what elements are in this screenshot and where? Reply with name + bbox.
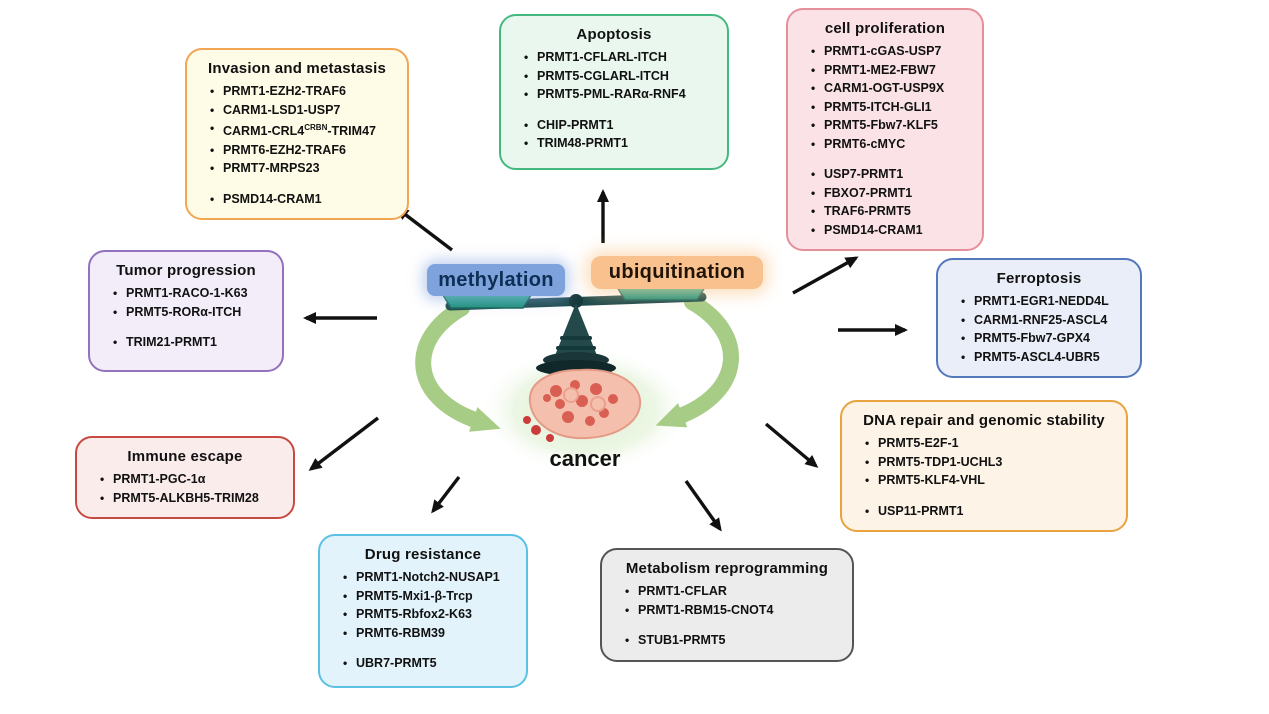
pathway-item: PRMT5-ITCH-GLI1 bbox=[808, 98, 972, 117]
pathway-item: PRMT1-Notch2-NUSAP1 bbox=[340, 568, 516, 587]
pathway-item: PRMT6-RBM39 bbox=[340, 624, 516, 643]
pathway-item: TRIM48-PRMT1 bbox=[521, 134, 717, 153]
pathway-item: CARM1-OGT-USP9X bbox=[808, 79, 972, 98]
pathway-item: PRMT1-PGC-1α bbox=[97, 470, 283, 489]
pathway-group: USP11-PRMT1 bbox=[852, 502, 1116, 521]
pathway-group: PRMT1-CFLARPRMT1-RBM15-CNOT4 bbox=[612, 582, 842, 619]
arrow-to-cell-proliferation bbox=[792, 256, 859, 295]
pathway-item: CHIP-PRMT1 bbox=[521, 116, 717, 135]
pathway-item: PRMT1-EGR1-NEDD4L bbox=[958, 292, 1130, 311]
pathway-item: PRMT5-PML-RARα-RNF4 bbox=[521, 85, 717, 104]
green-arrow-left bbox=[415, 300, 501, 432]
pathway-group: UBR7-PRMT5 bbox=[330, 654, 516, 673]
box-dna-repair-genomic-stability: DNA repair and genomic stability PRMT5-E… bbox=[840, 400, 1128, 532]
pathway-item: PRMT1-cGAS-USP7 bbox=[808, 42, 972, 61]
pathway-list: PRMT1-PGC-1αPRMT5-ALKBH5-TRIM28 bbox=[87, 470, 283, 507]
pathway-group: USP7-PRMT1FBXO7-PRMT1TRAF6-PRMT5PSMD14-C… bbox=[798, 165, 972, 239]
pathway-group: PSMD14-CRAM1 bbox=[197, 190, 397, 209]
pathway-group: STUB1-PRMT5 bbox=[612, 631, 842, 650]
pathway-item: PRMT1-RACO-1-K63 bbox=[110, 284, 272, 303]
pathway-item: USP11-PRMT1 bbox=[862, 502, 1116, 521]
pathway-item: PRMT5-ALKBH5-TRIM28 bbox=[97, 489, 283, 508]
arrow-to-invasion-metastasis bbox=[395, 207, 454, 252]
pathway-item: TRIM21-PRMT1 bbox=[110, 333, 272, 352]
box-tumor-progression: Tumor progression PRMT1-RACO-1-K63PRMT5-… bbox=[88, 250, 284, 372]
pathway-item: PRMT5-ASCL4-UBR5 bbox=[958, 348, 1130, 367]
pathway-group: PRMT1-PGC-1αPRMT5-ALKBH5-TRIM28 bbox=[87, 470, 283, 507]
pathway-item: STUB1-PRMT5 bbox=[622, 631, 842, 650]
ubiquitination-label: ubiquitination bbox=[591, 256, 763, 289]
pathway-item: PRMT5-Mxi1-β-Trcp bbox=[340, 587, 516, 606]
pathway-item: PRMT5-CGLARL-ITCH bbox=[521, 67, 717, 86]
pathway-list: PRMT1-RACO-1-K63PRMT5-RORα-ITCH TRIM21-PR… bbox=[100, 284, 272, 352]
pathway-item: UBR7-PRMT5 bbox=[340, 654, 516, 673]
pathway-item: TRAF6-PRMT5 bbox=[808, 202, 972, 221]
pathway-item: PRMT1-RBM15-CNOT4 bbox=[622, 601, 842, 620]
pathway-group: PRMT1-cGAS-USP7PRMT1-ME2-FBW7CARM1-OGT-U… bbox=[798, 42, 972, 153]
box-title: Invasion and metastasis bbox=[207, 60, 386, 77]
box-invasion-and-metastasis: Invasion and metastasis PRMT1-EZH2-TRAF6… bbox=[185, 48, 409, 221]
pathway-item: PRMT5-Rbfox2-K63 bbox=[340, 605, 516, 624]
box-title: cell proliferation bbox=[824, 20, 946, 37]
pathway-list: PRMT1-Notch2-NUSAP1PRMT5-Mxi1-β-TrcpPRMT… bbox=[330, 568, 516, 673]
box-immune-escape: Immune escape PRMT1-PGC-1αPRMT5-ALKBH5-T… bbox=[75, 436, 295, 519]
box-title: Drug resistance bbox=[364, 546, 482, 563]
box-ferroptosis: Ferroptosis PRMT1-EGR1-NEDD4LCARM1-RNF25… bbox=[936, 258, 1142, 378]
box-cell-proliferation: cell proliferation PRMT1-cGAS-USP7PRMT1-… bbox=[786, 8, 984, 251]
box-apoptosis: Apoptosis PRMT1-CFLARL-ITCHPRMT5-CGLARL-… bbox=[499, 14, 729, 170]
box-metabolism-reprogramming: Metabolism reprogramming PRMT1-CFLARPRMT… bbox=[600, 548, 854, 662]
pathway-item: CARM1-CRL4CRBN-TRIM47 bbox=[207, 119, 397, 141]
box-drug-resistance: Drug resistance PRMT1-Notch2-NUSAP1PRMT5… bbox=[318, 534, 528, 688]
arrow-to-drug-resistance bbox=[431, 475, 461, 514]
green-curved-arrows bbox=[415, 294, 739, 432]
pathway-group: PRMT1-CFLARL-ITCHPRMT5-CGLARL-ITCHPRMT5-… bbox=[511, 48, 717, 104]
pathway-group: CHIP-PRMT1TRIM48-PRMT1 bbox=[511, 116, 717, 153]
cancer-label: cancer bbox=[549, 446, 621, 471]
pathway-item: FBXO7-PRMT1 bbox=[808, 184, 972, 203]
pathway-group: PRMT1-RACO-1-K63PRMT5-RORα-ITCH bbox=[100, 284, 272, 321]
pathway-group: PRMT1-Notch2-NUSAP1PRMT5-Mxi1-β-TrcpPRMT… bbox=[330, 568, 516, 642]
pathway-item: PSMD14-CRAM1 bbox=[207, 190, 397, 209]
pathway-list: PRMT5-E2F-1PRMT5-TDP1-UCHL3PRMT5-KLF4-VH… bbox=[852, 434, 1116, 520]
box-title: Tumor progression bbox=[116, 262, 256, 279]
cancer-cell-illustration bbox=[523, 368, 642, 442]
pathway-item: PRMT6-EZH2-TRAF6 bbox=[207, 141, 397, 160]
pathway-item: PRMT1-CFLARL-ITCH bbox=[521, 48, 717, 67]
pathway-group: PRMT5-E2F-1PRMT5-TDP1-UCHL3PRMT5-KLF4-VH… bbox=[852, 434, 1116, 490]
arrow-to-metabolism bbox=[684, 480, 722, 532]
pathway-list: PRMT1-CFLARL-ITCHPRMT5-CGLARL-ITCHPRMT5-… bbox=[511, 48, 717, 153]
box-title: Immune escape bbox=[127, 448, 243, 465]
pathway-item: PRMT5-Fbw7-GPX4 bbox=[958, 329, 1130, 348]
pathway-item: PRMT1-ME2-FBW7 bbox=[808, 61, 972, 80]
pathway-item: PRMT5-RORα-ITCH bbox=[110, 303, 272, 322]
pathway-item: PRMT1-EZH2-TRAF6 bbox=[207, 82, 397, 101]
pathway-item: PRMT1-CFLAR bbox=[622, 582, 842, 601]
box-title: Metabolism reprogramming bbox=[625, 560, 829, 577]
box-title: Ferroptosis bbox=[996, 270, 1082, 287]
pathway-item: PRMT5-KLF4-VHL bbox=[862, 471, 1116, 490]
pathway-item: CARM1-RNF25-ASCL4 bbox=[958, 311, 1130, 330]
pathway-item: PRMT6-cMYC bbox=[808, 135, 972, 154]
box-title: DNA repair and genomic stability bbox=[863, 412, 1105, 429]
black-arrows bbox=[303, 189, 908, 532]
pathway-group: TRIM21-PRMT1 bbox=[100, 333, 272, 352]
pathway-group: PRMT1-EGR1-NEDD4LCARM1-RNF25-ASCL4PRMT5-… bbox=[948, 292, 1130, 366]
pathway-item: PRMT7-MRPS23 bbox=[207, 159, 397, 178]
pathway-item: PRMT5-TDP1-UCHL3 bbox=[862, 453, 1116, 472]
arrow-to-immune-escape bbox=[308, 416, 380, 471]
pathway-list: PRMT1-EGR1-NEDD4LCARM1-RNF25-ASCL4PRMT5-… bbox=[948, 292, 1130, 366]
pathway-list: PRMT1-EZH2-TRAF6CARM1-LSD1-USP7CARM1-CRL… bbox=[197, 82, 397, 208]
pathway-group: PRMT1-EZH2-TRAF6CARM1-LSD1-USP7CARM1-CRL… bbox=[197, 82, 397, 178]
pathway-item: USP7-PRMT1 bbox=[808, 165, 972, 184]
pathway-item: CARM1-LSD1-USP7 bbox=[207, 101, 397, 120]
pathway-item: PRMT5-Fbw7-KLF5 bbox=[808, 116, 972, 135]
pathway-list: PRMT1-cGAS-USP7PRMT1-ME2-FBW7CARM1-OGT-U… bbox=[798, 42, 972, 239]
arrow-to-dna-repair bbox=[764, 422, 819, 468]
pathway-item: PSMD14-CRAM1 bbox=[808, 221, 972, 240]
methylation-label: methylation bbox=[427, 264, 565, 296]
pathway-item: PRMT5-E2F-1 bbox=[862, 434, 1116, 453]
box-title: Apoptosis bbox=[576, 26, 652, 43]
pathway-list: PRMT1-CFLARPRMT1-RBM15-CNOT4STUB1-PRMT5 bbox=[612, 582, 842, 650]
green-arrow-right bbox=[655, 294, 739, 428]
